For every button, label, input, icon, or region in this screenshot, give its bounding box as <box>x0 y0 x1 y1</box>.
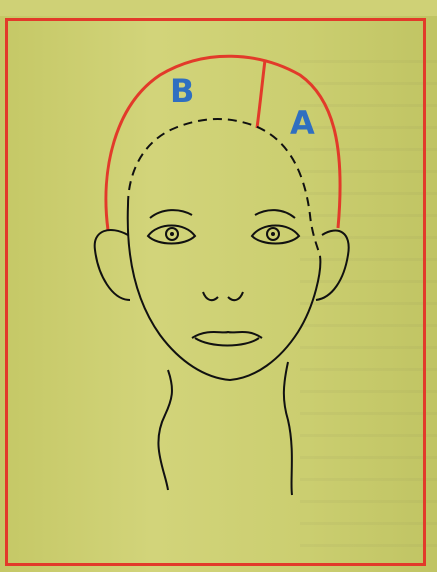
neck-right <box>284 362 292 495</box>
face-outline <box>128 205 321 380</box>
left-eye <box>148 226 195 244</box>
right-eye <box>252 226 299 244</box>
left-eyebrow <box>150 210 192 218</box>
region-label-b: B <box>170 72 194 110</box>
nose <box>203 292 243 300</box>
mouth <box>192 332 262 346</box>
outer-hairline <box>106 56 340 230</box>
neck-left <box>158 370 172 490</box>
region-label-a: A <box>290 104 315 142</box>
right-eyebrow <box>255 210 295 218</box>
left-ear <box>95 230 130 300</box>
region-divider <box>257 60 265 128</box>
